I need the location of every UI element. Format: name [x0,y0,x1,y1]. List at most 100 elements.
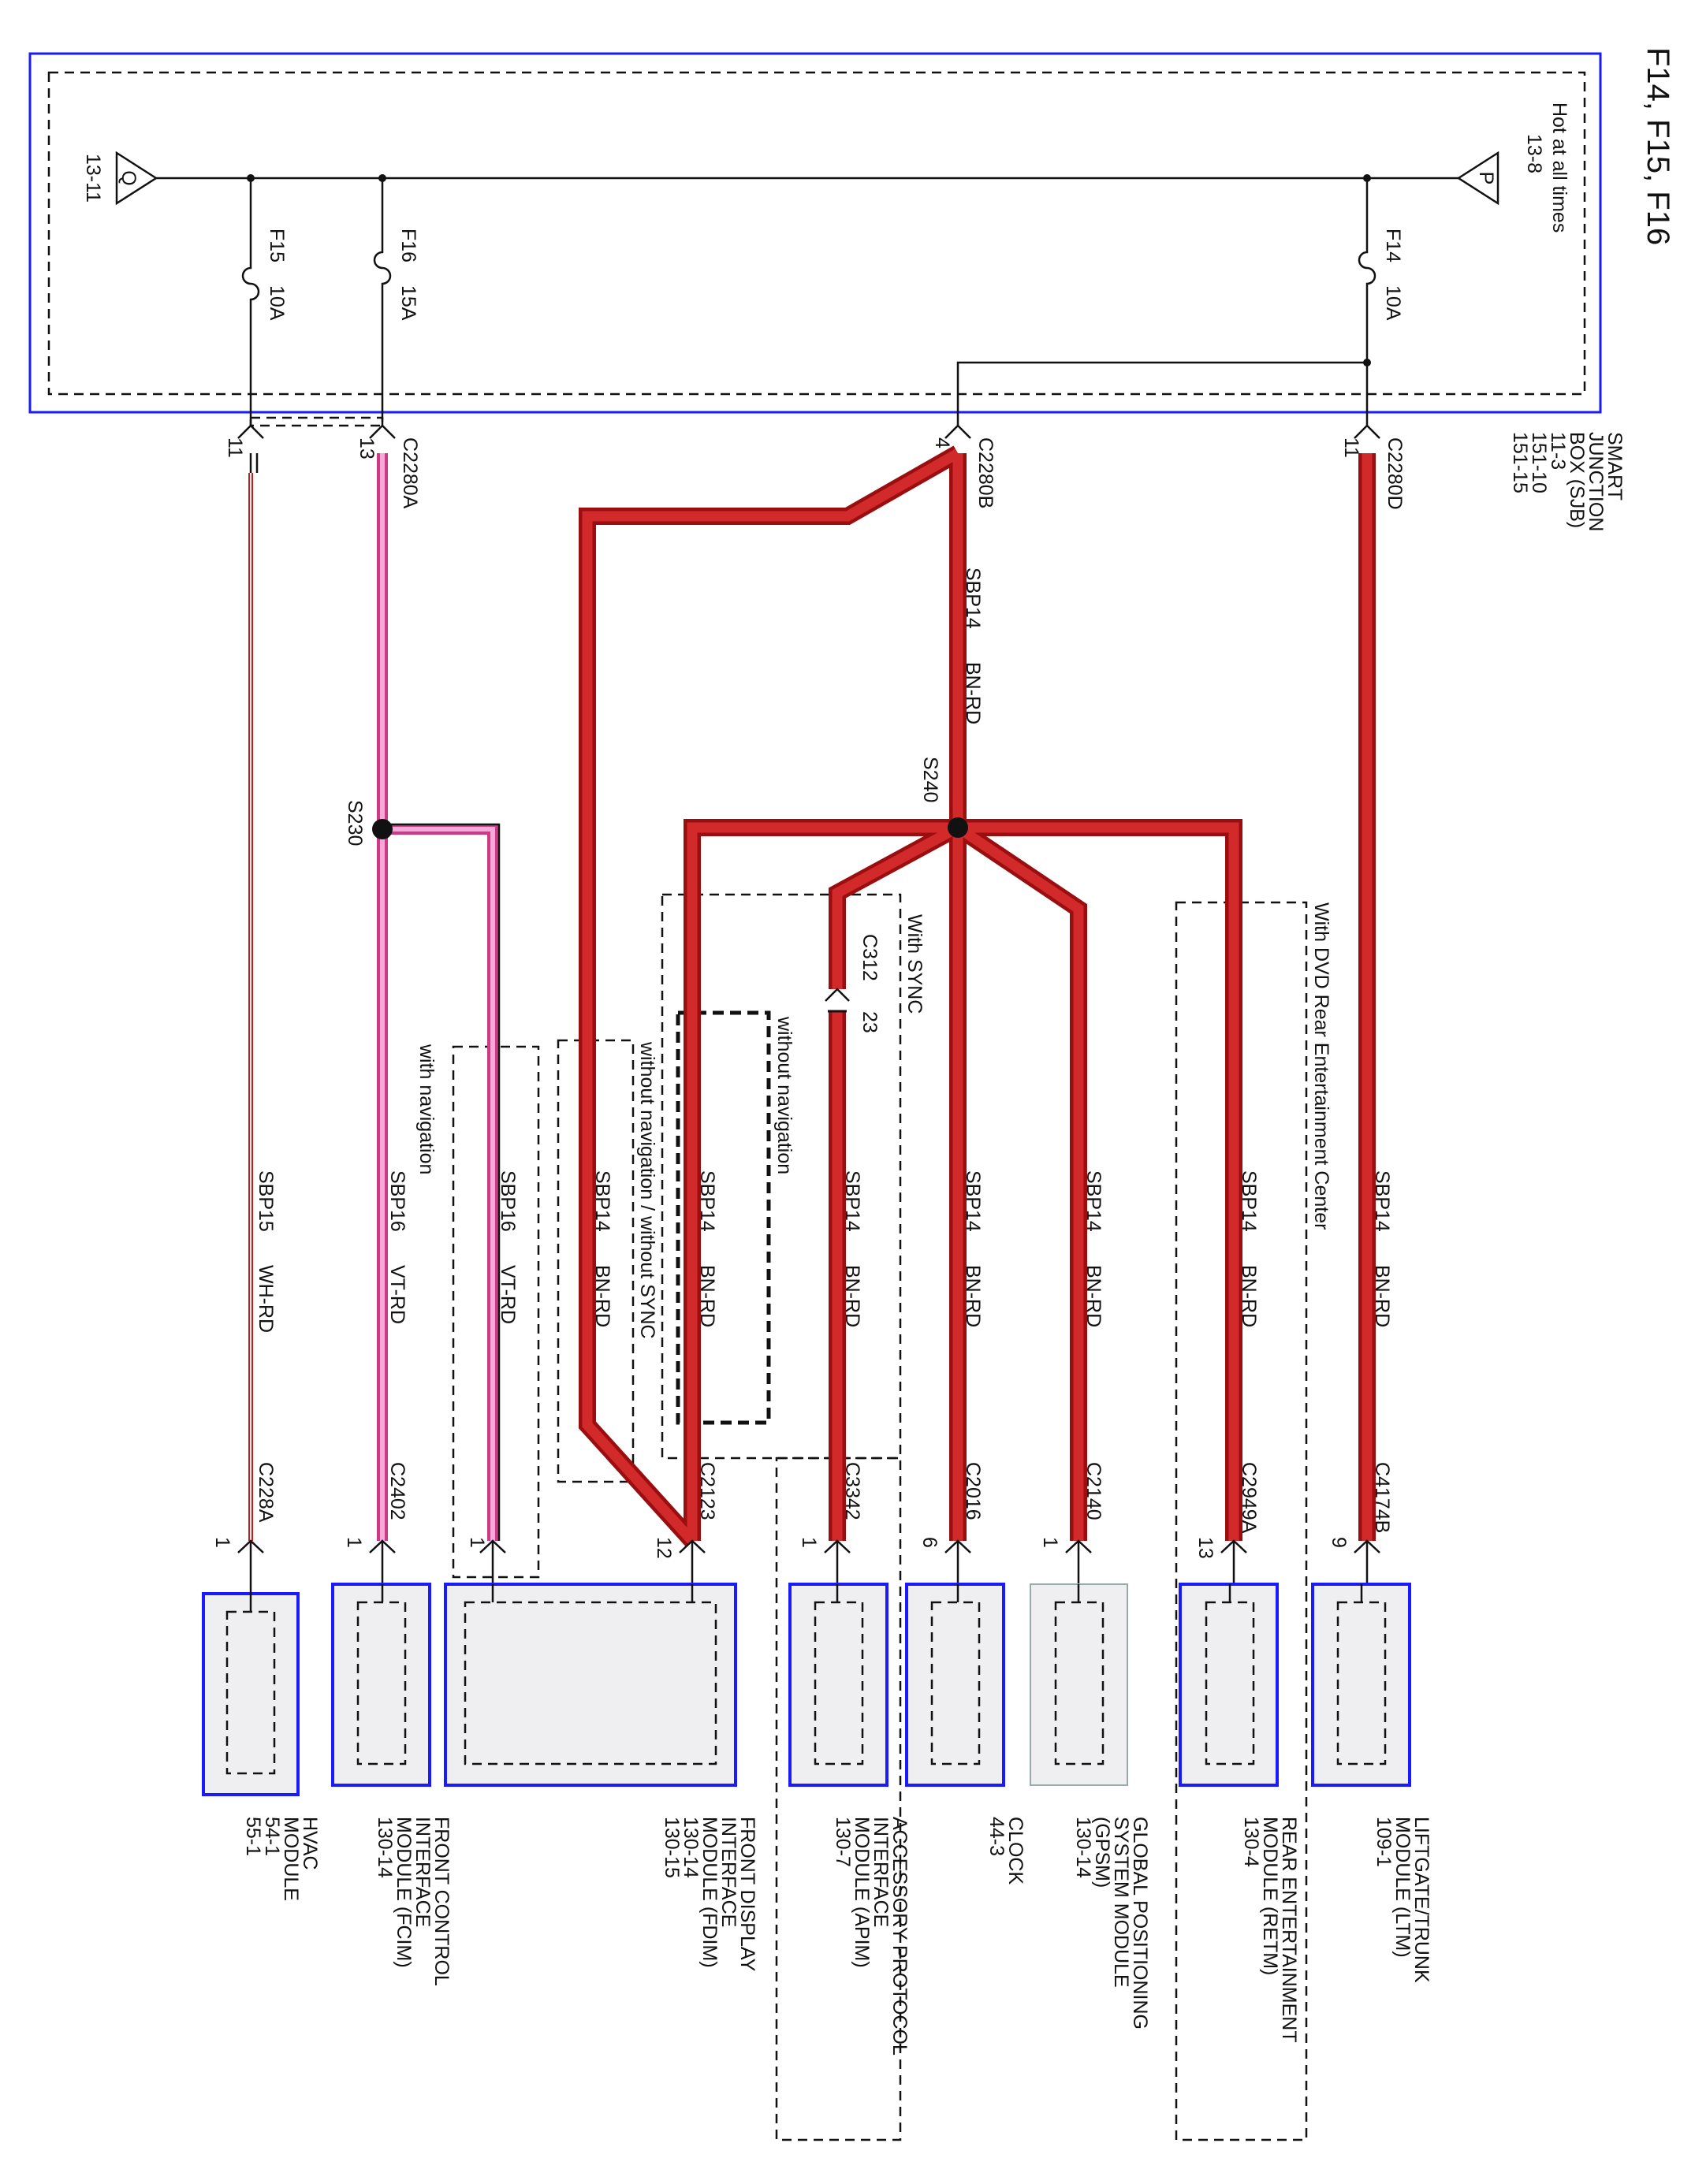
splice-label-s240: S240 [919,757,941,802]
wire-circuit: SBP14 [962,1170,984,1232]
splice-s240 [948,817,968,838]
sjb-outline [28,52,1602,414]
connector-c312-chevron [825,988,850,1002]
wire-circuit: SBP14 [962,567,984,629]
module-connector-pin: 1 [798,1537,820,1548]
sjb-inner-dashed [47,71,1586,396]
source-p-triangle [1456,151,1499,206]
fuse-f14-symbol [1358,178,1376,426]
splice-label-s230: S230 [344,800,366,846]
wire-circuit: SBP15 [255,1170,277,1232]
module-label-fdim: FRONT DISPLAY INTERFACE MODULE (FDIM) 13… [661,1817,758,1972]
wire-circuit: SBP14 [591,1170,613,1232]
module-connector-name: C2140 [1082,1462,1105,1520]
module-label-clock: CLOCK 44-3 [985,1817,1026,1884]
source-p-letter: P [1475,172,1497,185]
module-connector-pin: 12 [653,1537,675,1559]
module-label-line: MODULE (APIM) [851,1817,873,1968]
wire-circuit: SBP14 [1082,1170,1105,1232]
fuse-f14-rating: 10A [1382,285,1404,321]
sjb-connector-pin: 13 [356,437,378,459]
splice-s230 [372,819,393,839]
inline-connector-name: C312 [859,934,881,981]
source-q-triangle [115,151,158,206]
source-p-ref: 13-8 [1523,134,1545,173]
module-label-line: MODULE (LTM) [1391,1817,1414,1958]
module-hvac [202,1584,300,1796]
wire-circuit: SBP16 [497,1170,519,1232]
source-q-ref: 13-11 [82,154,104,203]
module-fdim [444,1583,737,1787]
module-label-gpsm: GLOBAL POSITIONING SYSTEM MODULE (GPSM) … [1072,1817,1151,2030]
sjb-connector-chevrons [237,424,1380,439]
module-connector-pin: 1 [343,1537,365,1548]
wire-color: BN-RD [1238,1265,1260,1327]
module-connector-name: C228A [255,1462,277,1523]
wire-circuit: SBP14 [1371,1170,1393,1232]
sjb-name-line: JUNCTION [1585,432,1607,531]
module-label-line: 130-14 [374,1817,396,1878]
module-label-line: LIFTGATE/TRUNK [1410,1817,1432,1983]
module-label-line: 109-1 [1373,1817,1395,1867]
source-q-letter: Q [117,170,140,185]
module-label-hvac: HVAC MODULE 54-1 55-1 [242,1817,321,1901]
fuse-f16-id: F16 [397,229,419,262]
module-retm [1179,1583,1279,1787]
module-label-line: HVAC [299,1817,321,1870]
module-label-ltm: LIFTGATE/TRUNK MODULE (LTM) 109-1 [1373,1817,1432,1983]
module-label-line: INTERFACE [870,1817,892,1927]
module-connector-pin: 13 [1194,1537,1216,1559]
module-connector-pin: 1 [1039,1537,1061,1548]
wire-sbp15-wh-rd-group [248,453,259,1541]
option-box-sync-lower [775,1457,902,2141]
wire-circuit: SBP14 [841,1170,863,1232]
option-box-without-nav [676,1010,771,1425]
wire-without-nav-sync [579,445,963,1547]
module-label-apim: ACCESSORY PROTOCOL INTERFACE MODULE (API… [832,1817,911,2056]
module-label-retm: REAR ENTERTAINMENT MODULE (RETM) 130-4 [1240,1817,1300,2043]
module-label-line: 130-15 [661,1817,683,1878]
sjb-connector-pin: 4 [931,437,953,448]
module-label-line: SYSTEM MODULE [1110,1817,1132,1988]
wire-color: BN-RD [962,1265,984,1327]
wire-color: BN-RD [1371,1265,1393,1327]
module-label-line: REAR ENTERTAINMENT [1278,1817,1300,2043]
module-connector-name: C3342 [841,1462,863,1520]
wire-color: VT-RD [386,1265,408,1324]
sjb-connector-pin: 11 [224,437,246,458]
wire-color: BN-RD [696,1265,718,1327]
module-label-line: 130-7 [832,1817,854,1867]
module-clock [905,1583,1005,1787]
module-label-line: ACCESSORY PROTOCOL [888,1817,911,2056]
module-label-line: 130-14 [680,1817,702,1878]
wire-color: BN-RD [1082,1265,1105,1327]
module-label-line: CLOCK [1004,1817,1026,1884]
module-label-line: MODULE (RETM) [1259,1817,1281,1975]
sjb-name-line: 151-10 [1528,432,1550,493]
fuse-f15-id: F15 [266,229,288,262]
module-label-line: MODULE (FDIM) [698,1817,721,1968]
fuse-f16-rating: 15A [397,285,419,321]
connector-shell-c2280a [249,416,384,427]
module-connector-pin: 9 [1328,1537,1350,1548]
sjb-name-line: SMART [1604,432,1626,500]
module-gpsm [1030,1583,1128,1786]
fuse-f15-symbol [241,178,260,426]
wire-color: BN-RD [841,1265,863,1327]
option-label-without-nav: without navigation [773,1016,795,1174]
module-label-line: INTERFACE [717,1817,739,1927]
fuse-f16-symbol [373,178,392,426]
inline-connector-pin: 23 [859,1011,881,1033]
module-label-line: GLOBAL POSITIONING [1129,1817,1151,2030]
module-ltm [1311,1583,1411,1787]
wire-circuit: SBP16 [386,1170,408,1232]
wire-s240-to-c312 [829,820,963,989]
module-connector-chevrons [237,1539,1380,1584]
sjb-connector-name: C2280A [399,437,421,509]
module-connector-name: C2123 [696,1462,718,1520]
module-connector-pin: 6 [918,1537,941,1548]
option-box-with-nav [452,1045,540,1579]
module-label-line: 130-14 [1072,1817,1094,1878]
sjb-name-line: 151-15 [1509,432,1531,493]
